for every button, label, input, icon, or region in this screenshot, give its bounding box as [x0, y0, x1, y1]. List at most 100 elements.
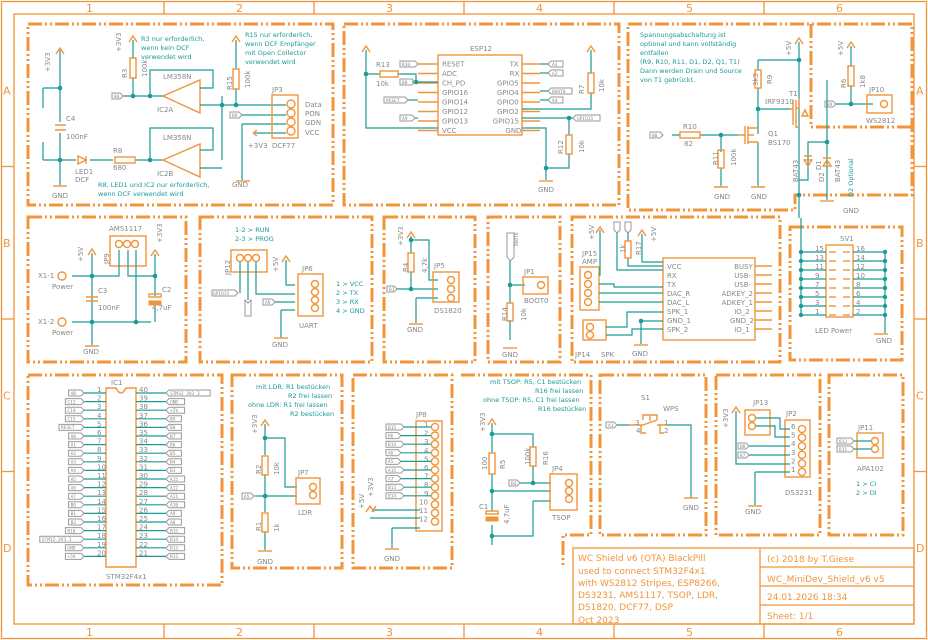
- tag-text: A5: [71, 477, 77, 483]
- tag-text: A0: [71, 434, 77, 440]
- jp15-name: AMP: [582, 258, 597, 266]
- jp8-pin-num: 1: [424, 421, 428, 429]
- dfplayer-section: VCCRXTXDAC_RDAC_LSPK_1GND_1SPK_2BUSYUSB-…: [574, 221, 772, 359]
- tag-text: B8: [170, 425, 176, 431]
- tag-text: A1: [71, 442, 77, 448]
- jp13-connector: [744, 409, 771, 436]
- tag-text: A8: [170, 520, 176, 526]
- tag-text: B13: [839, 439, 847, 445]
- esp-gnd: GND: [538, 186, 554, 194]
- r10-label: R10: [683, 123, 697, 131]
- col-label-top: 3: [386, 2, 393, 15]
- net-tag: B0: [68, 501, 85, 509]
- jp8-supply3: +3V3: [367, 477, 375, 497]
- tag-text: A15: [170, 477, 178, 483]
- box-ldr: [230, 373, 344, 570]
- esp-pin-left: VCC: [442, 127, 457, 135]
- net-tag-gpio15: GPIO15: [211, 289, 239, 297]
- mcu-pin-num: 21: [139, 549, 148, 557]
- r11-value: 100k: [730, 148, 738, 166]
- ds3231-name: DS3231: [785, 489, 813, 497]
- mcu-pin-num: 6: [97, 429, 102, 437]
- apa-section: JP11 APA102 B13 B15 1 > CI 2 > DI: [836, 424, 884, 497]
- tag-text: A7: [388, 476, 394, 482]
- jp3-connector: [271, 94, 299, 139]
- d1-value: BAT43: [792, 160, 800, 182]
- tag-text: RESET: [386, 98, 400, 104]
- ldr-gnd: GND: [257, 558, 273, 566]
- jp3-pin-pon: PON: [305, 110, 320, 118]
- ic2a-label: IC2A: [157, 106, 173, 114]
- boot0-name: BOOT0: [524, 297, 548, 305]
- net-tag: A1: [68, 441, 85, 448]
- tag-text: B4: [511, 481, 517, 487]
- r2-label: R2: [255, 465, 263, 474]
- net-tag: B6: [165, 441, 182, 448]
- col-label-top: 2: [236, 2, 243, 15]
- ps-note-5: Dann werden Drain und Source: [640, 67, 742, 75]
- uart-note-2: 2-3 > PROG: [235, 235, 274, 243]
- tag-text: B14: [388, 442, 396, 448]
- jp14-label: JP14: [574, 351, 591, 359]
- mcu-pin-num: 22: [139, 541, 148, 549]
- box-ws2812: [809, 24, 912, 129]
- ds1820-section: +3V3 R4 4,7k JP5 DS1820 GND B1: [386, 226, 462, 334]
- x1-2-terminal: [57, 317, 67, 327]
- note-r15-4: verwendet wird: [245, 58, 296, 66]
- mcu-pin-num: 25: [139, 515, 148, 523]
- net-tag: B1: [68, 509, 85, 517]
- box-tsop: [461, 373, 593, 568]
- tag-text: STM32_3V3_1: [42, 537, 72, 543]
- r7-label: R7: [578, 85, 586, 94]
- sv1-pin-right: 8: [856, 281, 860, 289]
- tag-text: A3: [552, 62, 558, 68]
- tag-text: B6: [170, 442, 176, 448]
- df-supply-1: +5V: [588, 225, 596, 240]
- net-tag: A0: [68, 432, 85, 440]
- r2-value: 10k: [273, 461, 281, 475]
- esp-pin-left: GPIO14: [442, 99, 469, 107]
- d1-label: D1: [815, 160, 823, 170]
- net-tag-b9: B9: [824, 100, 837, 108]
- c4-label: C4: [66, 115, 76, 123]
- ic2a-type: LM358N: [163, 73, 192, 81]
- esp-pin-right: GND: [505, 127, 521, 135]
- net-tag: A4: [68, 466, 85, 474]
- net-tag: B15: [385, 423, 405, 431]
- mcu-pin-num: 12: [97, 481, 106, 489]
- x1-1-label: X1-1: [38, 272, 54, 280]
- col-label-top: 6: [836, 2, 843, 15]
- tag-text: B10: [67, 528, 75, 534]
- tag-text: A10: [170, 503, 178, 509]
- uart-section: 1-2 > RUN 2-3 > PROG JP12 +5V JP6 UART 1…: [211, 226, 365, 349]
- note-r15-3: mit Open Collector: [245, 49, 306, 57]
- esp12-title: ESP12: [470, 45, 492, 53]
- jp10-label: JP10: [868, 86, 884, 94]
- ams1117-label: AMS1117: [109, 225, 142, 233]
- d2-label: D2: [818, 172, 826, 182]
- ldr-note-2: R2 frei lassen: [288, 392, 332, 400]
- s1-pin1: 1: [664, 419, 668, 427]
- jp8-pin-num: 12: [419, 516, 428, 524]
- sv1-pin-left: 5: [815, 290, 819, 298]
- ps-note-6: von T1 gebrückt.: [640, 76, 695, 84]
- c1-label: C1: [479, 503, 488, 511]
- net-tag: +5V: [64, 552, 85, 560]
- box-apa: [827, 373, 905, 537]
- col-label-bottom: 3: [386, 626, 393, 639]
- net-tag: A3: [68, 458, 85, 466]
- mcu-pin-num: 14: [97, 498, 106, 506]
- jp8-pin-num: 7: [424, 473, 428, 481]
- r6-label: R6: [840, 78, 848, 88]
- reg-gnd: GND: [83, 348, 99, 356]
- net-tag: RESET: [383, 96, 409, 104]
- sv1-pin-left: 1: [815, 308, 819, 316]
- x1-1-terminal: [57, 271, 67, 281]
- jp7-connector: [295, 477, 321, 505]
- sv1-pin-right: 12: [856, 263, 865, 271]
- uart-pin-1: 1 > VCC: [336, 280, 364, 288]
- mcu-pin-num: 3: [97, 403, 101, 411]
- mcu-pin-num: 1: [97, 386, 101, 394]
